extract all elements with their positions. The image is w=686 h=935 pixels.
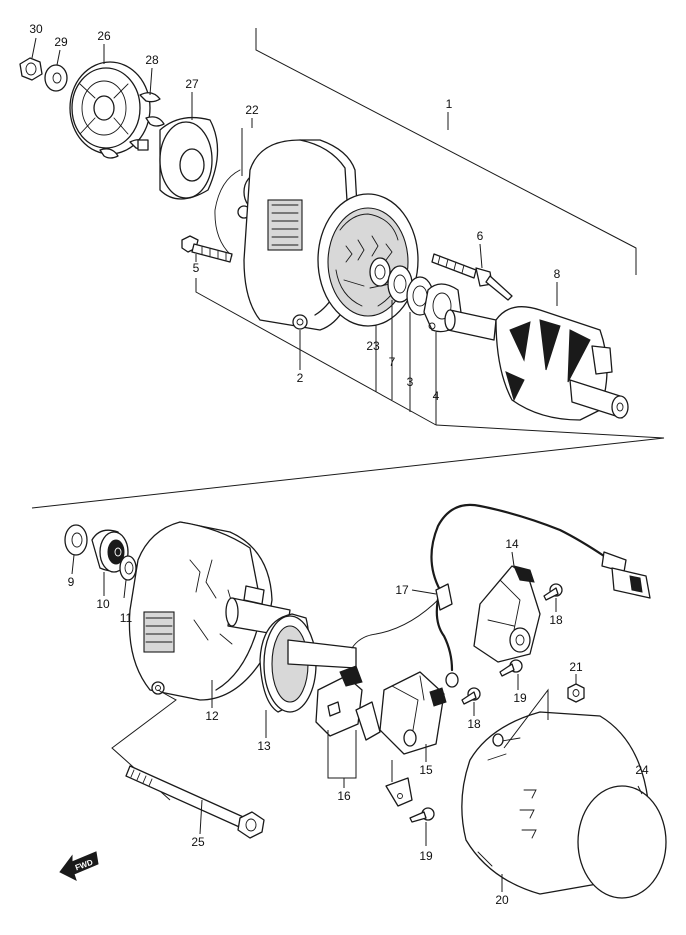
label-19-lower: 19	[419, 849, 433, 863]
part-26-pulley	[69, 44, 151, 155]
label-27: 27	[185, 77, 199, 91]
part-23-bearing	[369, 257, 391, 287]
label-20: 20	[495, 893, 509, 907]
part-5-bolt	[181, 235, 233, 263]
part-14-brush-holder	[473, 551, 541, 663]
part-18-screw-upper	[543, 583, 563, 612]
label-14: 14	[505, 537, 519, 551]
part-16-brushes	[315, 665, 381, 788]
fwd-arrow: FWD	[59, 851, 99, 881]
label-18-lower: 18	[467, 717, 481, 731]
label-2: 2	[297, 371, 304, 385]
label-7: 7	[389, 355, 396, 369]
part-9-washer	[64, 524, 88, 575]
label-24: 24	[635, 763, 649, 777]
label-5: 5	[193, 261, 200, 275]
part-8-rotor	[444, 282, 629, 421]
part-27-spacer	[159, 92, 219, 200]
part-19-screw-upper	[499, 659, 523, 690]
part-29-washer	[44, 49, 68, 92]
label-30: 30	[29, 22, 43, 36]
label-25: 25	[191, 835, 205, 849]
part-24-cap	[577, 785, 667, 899]
part-19-screw-lower	[409, 807, 435, 846]
part-28-clips	[99, 67, 165, 159]
label-28: 28	[145, 53, 159, 67]
part-7-collar	[387, 265, 413, 352]
label-22: 22	[245, 103, 259, 117]
label-18-upper: 18	[549, 613, 563, 627]
part-17-harness	[351, 503, 651, 688]
part-18-screw-lower	[461, 687, 481, 716]
part-13-stator-ring	[259, 613, 317, 738]
label-13: 13	[257, 739, 271, 753]
label-12: 12	[205, 709, 219, 723]
label-23: 23	[366, 339, 380, 353]
label-11: 11	[120, 611, 133, 625]
part-30-nut	[19, 37, 43, 81]
label-26: 26	[97, 29, 111, 43]
part-15-regulator	[379, 671, 447, 807]
label-8: 8	[554, 267, 561, 281]
label-1: 1	[446, 97, 453, 111]
stator-housing	[317, 193, 419, 327]
part-25-through-bolt	[125, 765, 265, 839]
upper-assembly-bracket	[31, 28, 665, 509]
label-16: 16	[337, 789, 351, 803]
label-9: 9	[68, 575, 75, 589]
label-29: 29	[54, 35, 68, 49]
label-21: 21	[569, 660, 583, 674]
part-11-seal	[119, 555, 137, 599]
label-17: 17	[395, 583, 409, 597]
label-4: 4	[433, 389, 440, 403]
label-10: 10	[96, 597, 110, 611]
label-6: 6	[477, 229, 484, 243]
rotor-shaft-lower	[287, 639, 357, 669]
part-6-stud	[431, 243, 513, 301]
part-number-labels: 30 29 26 28 27 22 1 6 8 5 23 7 3 4 2 14 …	[29, 22, 649, 907]
label-19-upper: 19	[513, 691, 527, 705]
part-21-nut	[567, 674, 585, 703]
label-15: 15	[419, 763, 433, 777]
label-3: 3	[407, 375, 414, 389]
